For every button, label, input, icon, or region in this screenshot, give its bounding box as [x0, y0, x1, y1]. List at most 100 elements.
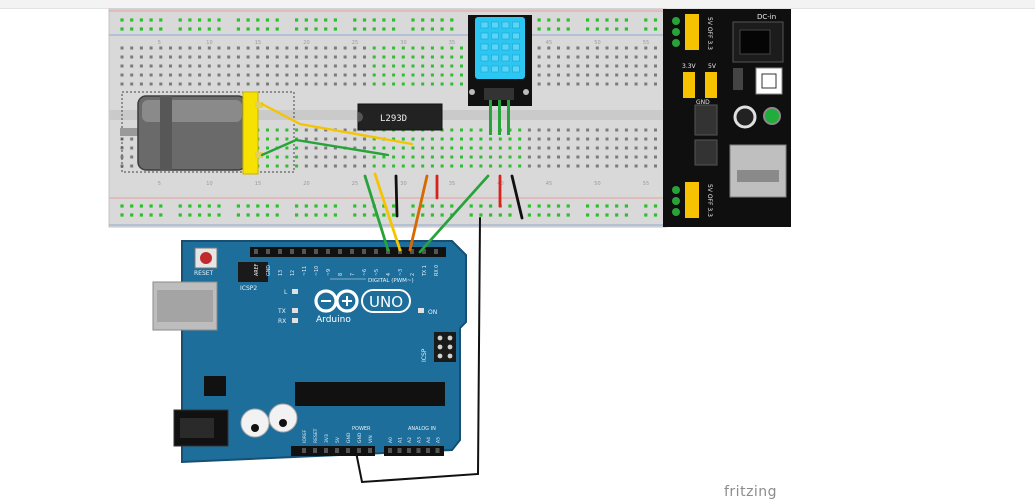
- breadboard-hole: [324, 155, 328, 159]
- rail-hole: [527, 204, 531, 208]
- v33-label: 3.3V: [682, 63, 697, 70]
- rail-hole: [149, 18, 153, 22]
- breadboard-hole: [489, 137, 493, 141]
- breadboard-hole: [372, 64, 376, 68]
- breadboard-hole: [450, 155, 454, 159]
- breadboard-hole: [382, 46, 386, 50]
- rail-hole: [556, 204, 561, 208]
- rail-hole: [265, 204, 270, 208]
- rail-hole: [382, 18, 386, 22]
- breadboard-hole: [256, 55, 260, 59]
- breadboard-hole: [547, 46, 551, 50]
- rail-hole: [653, 18, 658, 22]
- breadboard-hole: [382, 164, 386, 168]
- breadboard-hole: [421, 73, 425, 77]
- capacitor-2-top: [279, 419, 287, 427]
- breadboard-hole: [130, 46, 134, 50]
- breadboard-hole: [159, 82, 163, 86]
- grille-slot: [480, 65, 489, 73]
- breadboard-hole: [460, 164, 463, 168]
- breadboard-hole: [324, 55, 328, 59]
- column-number: 20: [303, 40, 309, 46]
- breadboard-hole: [324, 137, 328, 141]
- grille-slot: [491, 43, 499, 51]
- regulator-2: [694, 139, 718, 166]
- breadboard-hole: [440, 64, 444, 68]
- breadboard-hole: [188, 55, 192, 59]
- breadboard-hole: [198, 46, 202, 50]
- uno-text: UNO: [369, 293, 403, 311]
- rail-hole: [198, 213, 202, 217]
- breadboard-hole: [130, 137, 134, 141]
- breadboard-hole: [353, 128, 357, 132]
- breadboard-hole: [634, 164, 638, 168]
- breadboard-hole: [460, 55, 463, 59]
- rail-hole: [440, 204, 444, 208]
- wire-motor-yellow: [260, 102, 414, 146]
- breadboard-hole: [605, 82, 609, 86]
- breadboard-hole: [363, 155, 366, 159]
- breadboard-hole: [275, 55, 279, 59]
- digital-pin-label: ~9: [326, 269, 332, 276]
- breadboard-hole: [547, 146, 551, 150]
- breadboard-hole: [537, 146, 541, 150]
- rail-hole: [450, 18, 454, 22]
- wire-sensor-gnd-black: [510, 174, 524, 220]
- breadboard-hole: [411, 55, 415, 59]
- rail-hole: [595, 213, 599, 217]
- breadboard-hole: [537, 55, 541, 59]
- breadboard-hole: [440, 164, 444, 168]
- breadboard-hole: [227, 73, 231, 77]
- tx-led-label: TX: [277, 308, 286, 315]
- breadboard-hole: [547, 73, 551, 77]
- breadboard-hole: [654, 64, 657, 68]
- breadboard-hole: [537, 155, 541, 159]
- icsp-pins: [437, 335, 453, 359]
- breadboard-hole: [557, 64, 560, 68]
- breadboard-hole: [275, 164, 279, 168]
- power-pin-label: 3V3: [324, 434, 330, 443]
- chip-label: L293D: [380, 114, 407, 124]
- rail-hole: [198, 204, 202, 208]
- breadboard-hole: [527, 164, 531, 168]
- rail-hole: [362, 204, 367, 208]
- breadboard-hole: [285, 46, 289, 50]
- breadboard-hole: [624, 64, 628, 68]
- analog-pin-hole: [435, 448, 440, 453]
- breadboard-hole: [644, 64, 648, 68]
- breadboard-hole: [120, 46, 124, 50]
- breadboard-hole: [411, 73, 415, 77]
- breadboard-hole: [654, 46, 657, 50]
- analog-pin-hole: [407, 448, 411, 453]
- sensor-mount-hole-1: [469, 89, 475, 95]
- breadboard-hole: [605, 73, 609, 77]
- breadboard-hole: [324, 146, 328, 150]
- rail-hole: [188, 18, 192, 22]
- breadboard-hole: [246, 46, 250, 50]
- breadboard-hole: [372, 137, 376, 141]
- breadboard-hole: [266, 46, 269, 50]
- breadboard-hole: [557, 73, 560, 77]
- breadboard-hole: [333, 46, 337, 50]
- column-number: 5: [158, 181, 161, 187]
- module-capacitor: [733, 105, 757, 129]
- grille-slot: [501, 43, 510, 51]
- breadboard-hole: [430, 155, 434, 159]
- breadboard-hole: [411, 155, 415, 159]
- rail-hole: [207, 27, 211, 31]
- breadboard-hole: [139, 73, 143, 77]
- breadboard-hole: [333, 137, 337, 141]
- breadboard-hole: [460, 64, 463, 68]
- breadboard-hole: [256, 82, 260, 86]
- breadboard-hole: [430, 146, 434, 150]
- breadboard-hole: [401, 155, 405, 159]
- breadboard-hole: [624, 46, 628, 50]
- sensor-mount-hole-2: [523, 89, 529, 95]
- breadboard-hole: [314, 73, 318, 77]
- rail-hole: [149, 213, 153, 217]
- rail-hole: [644, 27, 648, 31]
- grille-slot: [480, 43, 489, 51]
- breadboard-hole: [421, 46, 425, 50]
- breadboard-hole: [527, 155, 531, 159]
